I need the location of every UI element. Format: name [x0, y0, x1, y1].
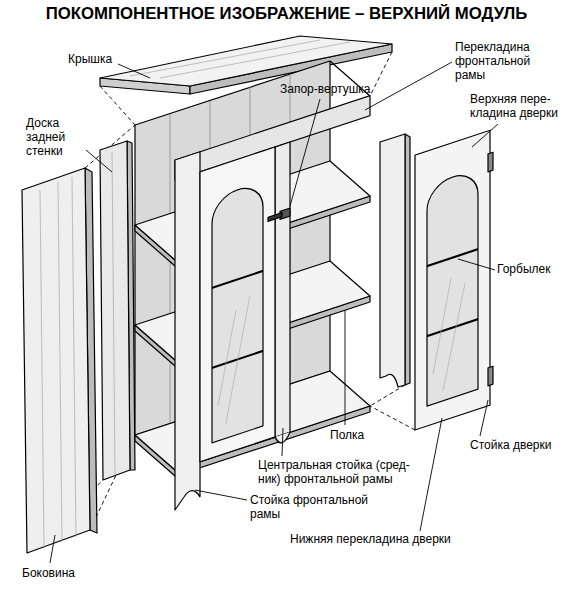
part-label: Нижняя перекладина дверки [290, 532, 451, 546]
part-label: Верхняя пере- кладина дверки [470, 92, 564, 120]
back-board [100, 141, 135, 480]
part-label: Стойка дверки [470, 438, 551, 452]
diagram-title: ПОКОМПОНЕНТНОЕ ИЗОБРАЖЕНИЕ – ВЕРХНИЙ МОД… [0, 4, 573, 24]
part-label: Доска задней стенки [26, 116, 86, 158]
part-label: Стойка фронтальной рамы [250, 493, 372, 521]
part-label: Полка [330, 428, 364, 442]
part-label: Боковина [22, 566, 75, 580]
part-label: Горбылек [497, 262, 550, 276]
part-label: Перекладина фронтальной рамы [455, 40, 550, 82]
leader-lines [50, 62, 498, 563]
door [415, 129, 493, 430]
shelves [135, 61, 370, 476]
side-panel [22, 168, 97, 553]
part-label: Запор-вертушка [280, 82, 371, 96]
front-frame [175, 96, 370, 510]
part-label: Центральная стойка (сред- ник) фронтальн… [258, 458, 420, 486]
part-label: Крышка [68, 52, 112, 66]
frame-stile [380, 134, 410, 387]
